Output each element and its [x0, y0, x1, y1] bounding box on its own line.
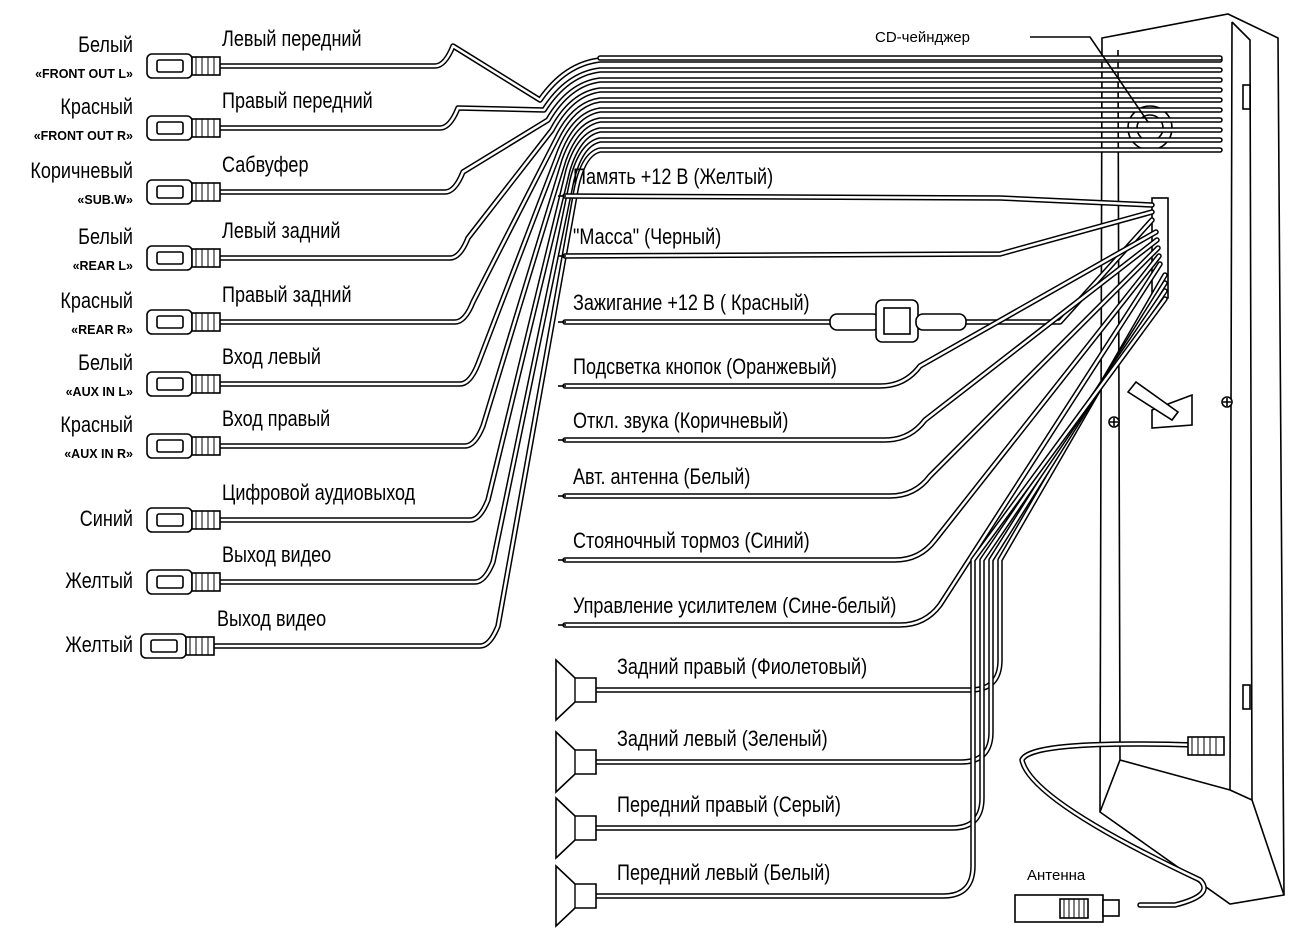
- rca-color-label: Красный: [60, 289, 133, 313]
- rca-cable-8: [217, 127, 1223, 523]
- rca-connector: [146, 115, 221, 141]
- speaker-wire-4: [593, 296, 1168, 899]
- speaker-icon: [555, 658, 597, 722]
- rca-color-label: Красный: [60, 95, 133, 119]
- power-wire-8: [562, 261, 1163, 628]
- rca-signal-label: Правый передний: [222, 89, 373, 113]
- power-wire-5: [562, 237, 1160, 443]
- power-wire-label: Подсветка кнопок (Оранжевый): [573, 355, 837, 379]
- rca-connector: [146, 245, 221, 271]
- rca-signal-label: Вход правый: [222, 407, 330, 431]
- speaker-wire-label: Задний правый (Фиолетовый): [617, 655, 867, 679]
- rca-signal-label: Цифровой аудиовыход: [222, 481, 415, 505]
- speaker-wire-label: Задний левый (Зеленый): [617, 727, 828, 751]
- power-wire-label: "Масса" (Черный): [573, 225, 721, 249]
- rca-signal-label: Правый задний: [222, 283, 352, 307]
- antenna-label: Антенна: [1027, 867, 1086, 884]
- rca-connector: [146, 569, 221, 595]
- rca-cable-1: [217, 43, 1223, 103]
- rca-signal-label: Левый передний: [222, 27, 362, 51]
- rca-connector: [146, 433, 221, 459]
- speaker-icon: [555, 730, 597, 794]
- antenna-cable: [1019, 741, 1207, 908]
- rca-color-label: Желтый: [65, 633, 133, 657]
- power-wire-4: [562, 229, 1159, 389]
- rca-code-label: «AUX IN R»: [64, 447, 133, 461]
- rca-color-label: Белый: [78, 33, 133, 57]
- power-wire-label: Управление усилителем (Сине-белый): [573, 594, 896, 618]
- rca-code-label: «FRONT OUT L»: [35, 67, 133, 81]
- antenna-connector-icon: [1014, 894, 1120, 923]
- rca-color-label: Желтый: [65, 569, 133, 593]
- rca-code-label: «REAR L»: [73, 259, 133, 273]
- rca-cable-5: [217, 97, 1223, 325]
- rca-connector: [146, 507, 221, 533]
- rca-color-label: Белый: [78, 225, 133, 249]
- rca-cable-9: [217, 137, 1223, 585]
- rca-cable-7: [217, 117, 1223, 449]
- rca-code-label: «REAR R»: [71, 323, 133, 337]
- power-wire-6: [562, 245, 1161, 499]
- rca-signal-label: Сабвуфер: [222, 153, 308, 177]
- rca-cable-4: [217, 87, 1223, 261]
- rca-code-label: «FRONT OUT R»: [34, 129, 133, 143]
- rca-color-label: Синий: [80, 507, 133, 531]
- mounting-bracket: [1126, 380, 1193, 429]
- rca-color-label: Коричневый: [30, 159, 133, 183]
- rca-connector: [146, 53, 221, 79]
- speaker-wire-2: [593, 280, 1168, 765]
- rca-signal-label: Левый задний: [222, 219, 340, 243]
- rca-color-label: Белый: [78, 351, 133, 375]
- speaker-wire-label: Передний правый (Серый): [617, 793, 841, 817]
- rca-signal-label: Вход левый: [222, 345, 321, 369]
- rca-signal-label: Выход видео: [222, 543, 331, 567]
- speaker-icon: [555, 864, 597, 928]
- rca-cable-3: [217, 77, 1223, 195]
- cd-changer-leader: [1030, 36, 1149, 123]
- power-wire-label: Зажигание +12 В ( Красный): [573, 291, 810, 315]
- rca-cable-6: [217, 107, 1223, 387]
- rca-connector: [146, 179, 221, 205]
- rca-code-label: «AUX IN L»: [66, 385, 133, 399]
- power-wire-label: Стояночный тормоз (Синий): [573, 529, 810, 553]
- power-wire-7: [562, 253, 1162, 563]
- rca-cable-10: [212, 147, 1223, 649]
- rca-connector: [146, 309, 221, 335]
- power-wire-label: Авт. антенна (Белый): [573, 465, 750, 489]
- cd-changer-label: CD-чейнджер: [875, 29, 970, 46]
- power-wire-label: Память +12 В (Желтый): [573, 165, 773, 189]
- rca-connector: [146, 371, 221, 397]
- speaker-wire-3: [593, 288, 1168, 831]
- rca-cable-2: [217, 67, 1223, 131]
- screw-icon: [1108, 416, 1120, 428]
- rca-code-label: «SUB.W»: [77, 193, 133, 207]
- fuse-holder-icon: [829, 299, 967, 343]
- power-wire-2: [562, 209, 1155, 259]
- speaker-icon: [555, 796, 597, 860]
- rca-connector: [140, 633, 215, 659]
- speaker-wire-label: Передний левый (Белый): [617, 861, 830, 885]
- antenna-socket-icon: [1187, 736, 1225, 756]
- screw-icon: [1221, 396, 1233, 408]
- power-wire-label: Откл. звука (Коричневый): [573, 409, 788, 433]
- rca-signal-label: Выход видео: [217, 607, 326, 631]
- power-wire-1: [562, 193, 1155, 208]
- rca-color-label: Красный: [60, 413, 133, 437]
